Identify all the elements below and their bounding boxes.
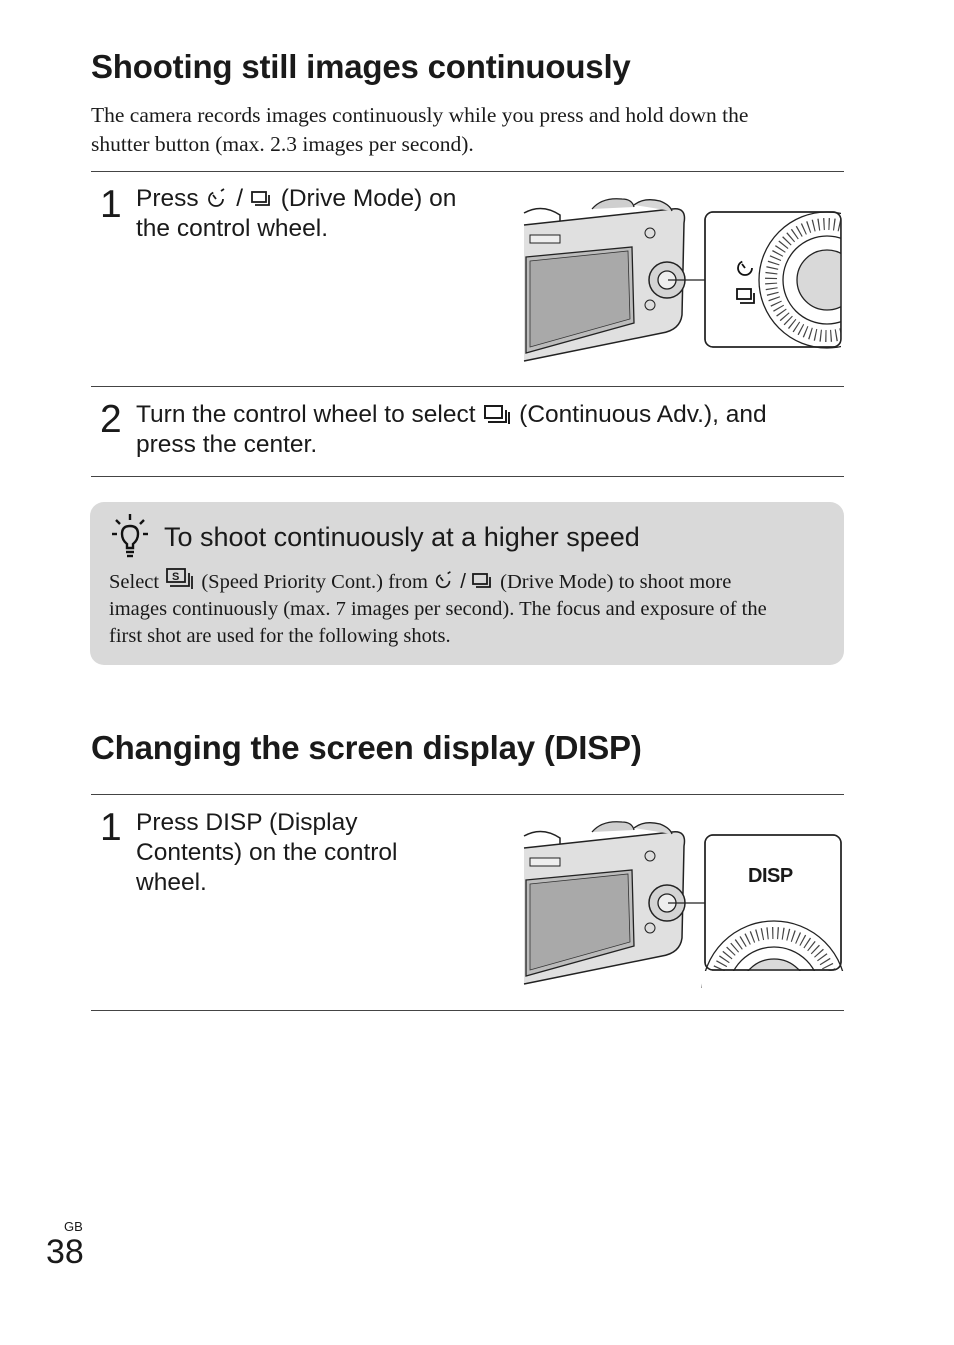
slash: / [460,570,466,593]
step-text: Turn the control wheel to select (Contin… [136,400,856,460]
step-number: 1 [100,806,122,849]
step-text-press: Press [136,185,199,212]
tip-line: first shot are used for the following sh… [109,625,451,647]
tip-box [90,502,844,665]
svg-text:S: S [172,571,179,583]
step-line: the control wheel. [136,215,329,242]
divider [91,386,844,387]
divider [91,171,844,172]
step-line: press the center. [136,431,318,458]
speed-priority-icon: S [164,567,196,591]
continuous-shooting-icon [471,571,495,591]
self-timer-icon [205,187,229,209]
disp-label: DISP [748,865,793,887]
page-number: 38 [46,1233,84,1271]
intro-line: shutter button (max. 2.3 images per seco… [91,132,474,156]
tip-line: Select S (Speed Priority Cont.) from / (… [109,567,839,596]
step-number: 2 [100,398,122,441]
continuous-shooting-icon [250,189,274,209]
tip-text-drive-mode: (Drive Mode) to shoot more [500,571,732,593]
section-intro: The camera records images continuously w… [91,101,748,159]
camera-illustration-disp [522,818,847,988]
section-heading-continuous: Shooting still images continuously [91,48,631,85]
camera-illustration-drive-mode [522,195,847,365]
step-line: wheel. [136,869,207,896]
divider [91,1010,844,1011]
step-text-before-icon: Turn the control wheel to select [136,401,476,428]
tip-text-select: Select [109,571,160,593]
step-number: 1 [100,183,122,226]
intro-line: The camera records images continuously w… [91,103,749,127]
slash: / [236,185,244,212]
step-text: Press DISP (Display Contents) on the con… [136,808,506,898]
tip-title: To shoot continuously at a higher speed [164,522,640,552]
continuous-shooting-icon [482,403,512,425]
tip-text-speed-priority: (Speed Priority Cont.) from [201,571,428,593]
step-text-after-icon: (Continuous Adv.), and [519,401,767,428]
step-line: Press / (Drive Mode) on [136,184,506,214]
step-text: Press / (Drive Mode) on the control whee… [136,184,506,244]
lightbulb-tip-icon [110,514,150,558]
self-timer-icon [433,569,455,591]
tip-body: Select S (Speed Priority Cont.) from / (… [109,567,839,650]
self-timer-icon [737,260,753,276]
section-heading-disp: Changing the screen display (DISP) [91,729,642,766]
divider [91,794,844,795]
divider [91,476,844,477]
step-line: Press DISP (Display [136,809,358,836]
step-line: Contents) on the control [136,839,398,866]
tip-line: images continuously (max. 7 images per s… [109,598,767,620]
step-text-after-icons: (Drive Mode) on [280,185,457,212]
step-line: Turn the control wheel to select (Contin… [136,400,856,430]
region-code: GB [64,1219,83,1234]
continuous-shooting-icon [736,288,755,304]
